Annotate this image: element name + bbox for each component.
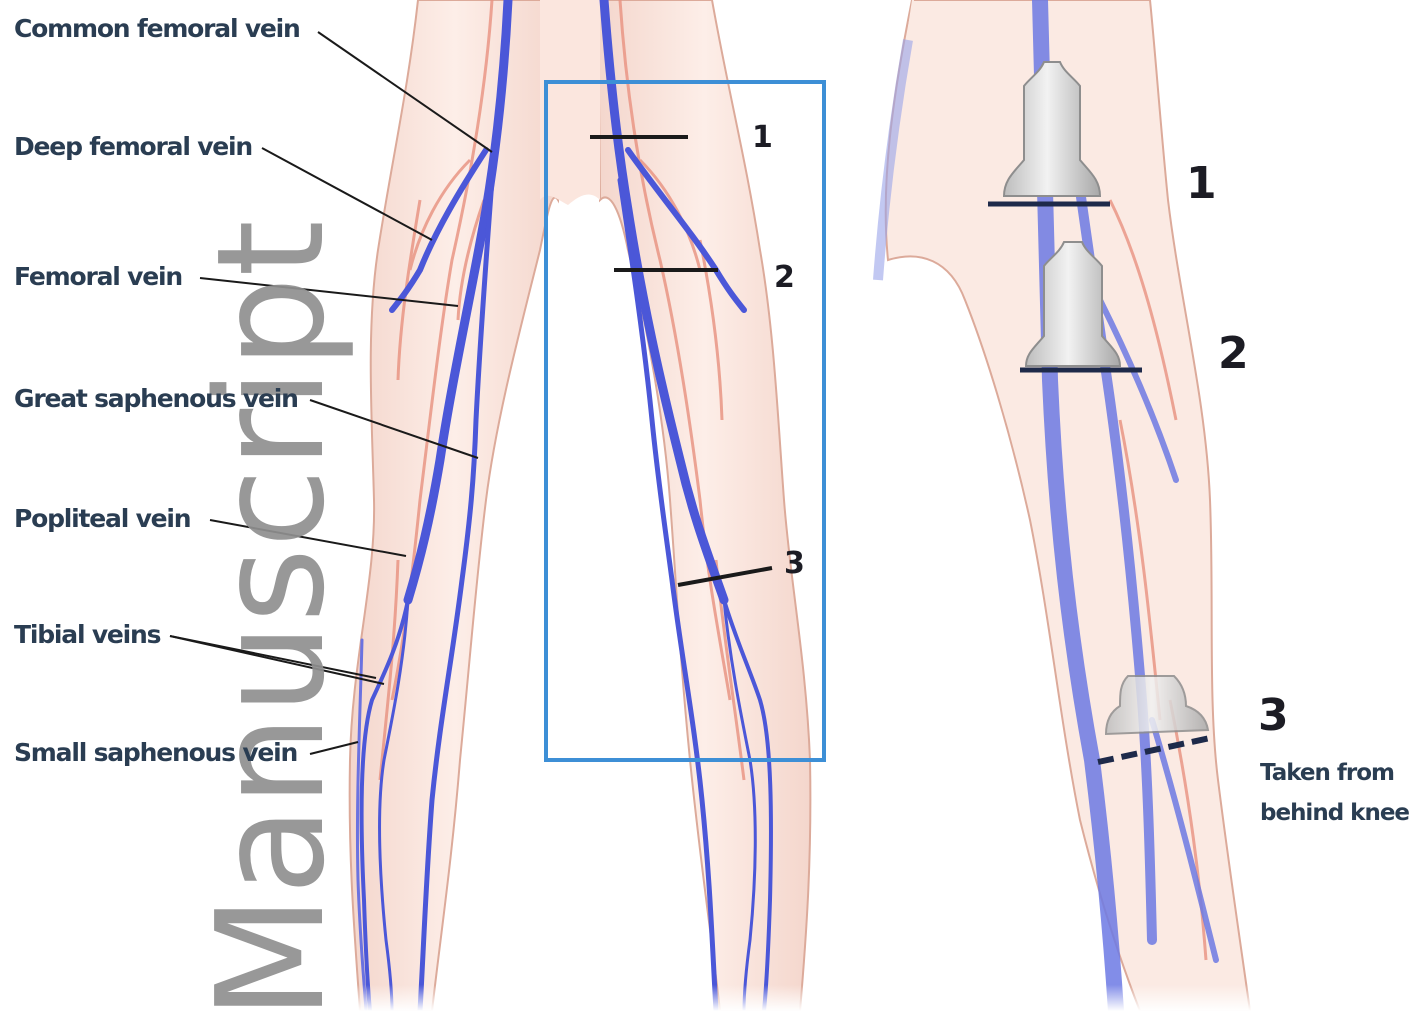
legs-front-view — [350, 0, 811, 1011]
label-tibial-veins: Tibial veins — [14, 620, 160, 649]
probe-note-line-1: Taken from — [1260, 760, 1394, 786]
label-small-saphenous-vein: Small saphenous vein — [14, 738, 297, 767]
probe-number-3: 3 — [1258, 690, 1289, 741]
label-great-saphenous-vein: Great saphenous vein — [14, 384, 298, 413]
section-number-3: 3 — [784, 546, 805, 581]
label-femoral-vein: Femoral vein — [14, 262, 182, 291]
section-number-1: 1 — [752, 120, 773, 155]
probe-number-2: 2 — [1218, 328, 1249, 379]
probe-number-1: 1 — [1186, 158, 1217, 209]
probe-note-line-2: behind knee — [1260, 800, 1409, 826]
leg-back-view — [878, 0, 1250, 1011]
label-deep-femoral-vein: Deep femoral vein — [14, 132, 252, 161]
label-popliteal-vein: Popliteal vein — [14, 504, 190, 533]
label-common-femoral-vein: Common femoral vein — [14, 14, 300, 43]
section-number-2: 2 — [774, 260, 795, 295]
